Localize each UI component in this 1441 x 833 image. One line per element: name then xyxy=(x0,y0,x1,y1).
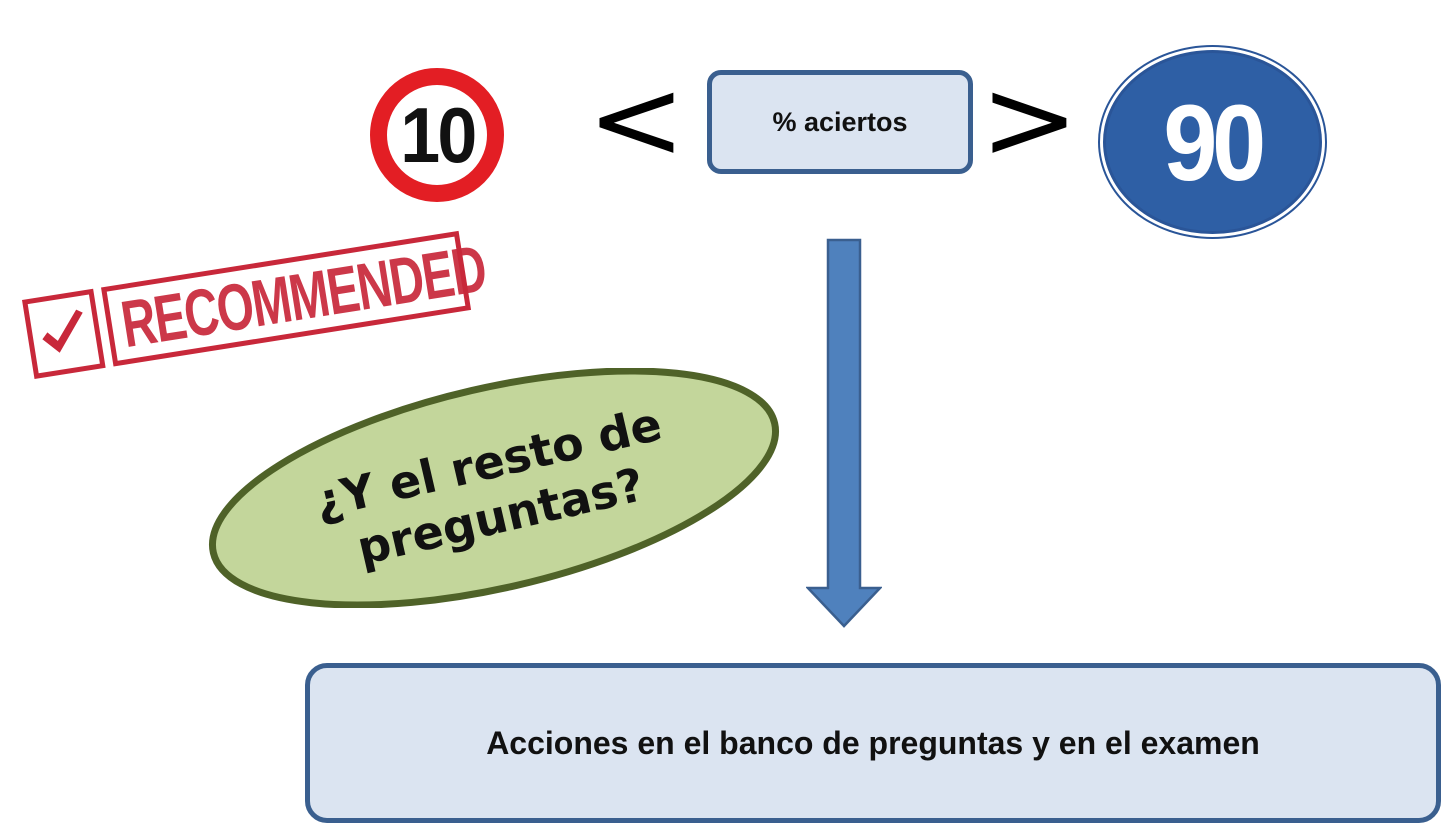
stamp-label-box: RECOMMENDED xyxy=(101,230,491,367)
question-ellipse: ¿Y el resto de preguntas? xyxy=(208,368,780,608)
stamp-text: RECOMMENDED xyxy=(116,230,491,362)
speed-limit-10-sign: 10 xyxy=(370,68,504,202)
checkmark-icon xyxy=(42,309,83,353)
minimum-speed-90-sign: 90 xyxy=(1100,47,1325,237)
max-value-label: 90 xyxy=(1163,81,1267,203)
ellipse-shape xyxy=(208,368,780,608)
recommended-stamp: RECOMMENDED xyxy=(22,230,491,380)
metric-label: % aciertos xyxy=(772,106,908,137)
down-arrow-icon xyxy=(806,238,882,628)
min-value-label: 10 xyxy=(399,90,477,179)
stamp-check-box xyxy=(22,288,106,380)
less-than-symbol: < xyxy=(587,53,686,185)
action-label: Acciones en el banco de preguntas y en e… xyxy=(486,724,1260,761)
action-box: Acciones en el banco de preguntas y en e… xyxy=(305,663,1441,823)
greater-than-symbol: > xyxy=(980,53,1079,185)
metric-box: % aciertos xyxy=(707,70,973,174)
